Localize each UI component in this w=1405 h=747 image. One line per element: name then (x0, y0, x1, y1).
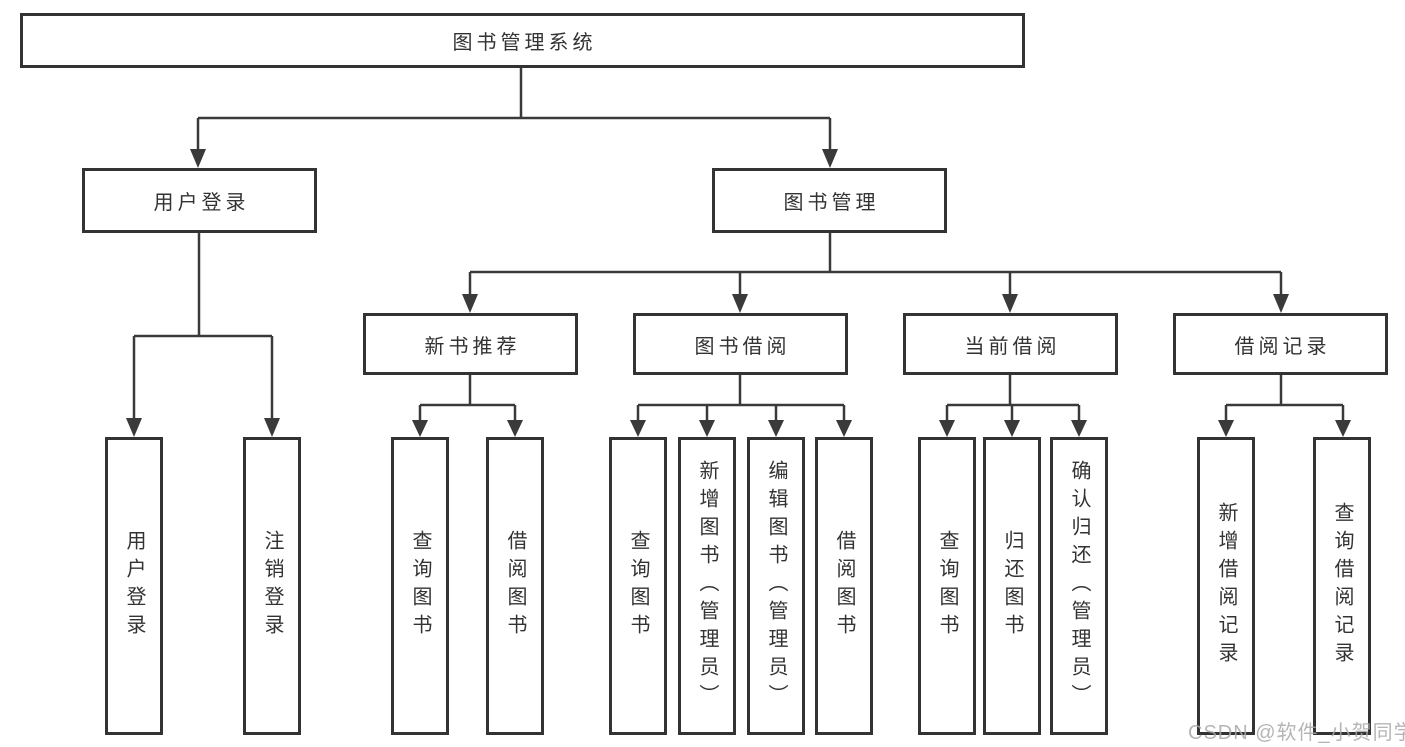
leaf-br-query-record: 查询借阅记录 (1313, 437, 1371, 735)
watermark: CSDN @软件_小贺同学 (1188, 722, 1405, 744)
leaf-cb-confirm-return-admin-label: 确认归还（管理员） (1068, 460, 1090, 712)
node-current-borrowing: 当前借阅 (903, 313, 1118, 375)
node-borrowing-records-label: 借阅记录 (1234, 335, 1331, 358)
node-book-borrowing: 图书借阅 (633, 313, 848, 375)
node-root: 图书管理系统 (20, 13, 1025, 68)
node-root-label: 图书管理系统 (452, 32, 597, 54)
leaf-bb-borrow-books: 借阅图书 (815, 437, 873, 735)
leaf-bb-query-books-label: 查询图书 (627, 530, 649, 642)
leaf-nbr-borrow-books: 借阅图书 (486, 437, 544, 735)
node-current-borrowing-label: 当前借阅 (964, 335, 1061, 358)
leaf-br-add-record-label: 新增借阅记录 (1215, 502, 1237, 670)
tree-edges (134, 68, 1343, 407)
node-book-borrowing-label: 图书借阅 (694, 335, 791, 358)
leaf-bb-edit-books-admin: 编辑图书（管理员） (747, 437, 805, 735)
node-book-management: 图书管理 (712, 168, 947, 233)
node-book-management-label: 图书管理 (783, 192, 880, 214)
arrow-shafts (132, 118, 1345, 423)
leaf-user-login-label: 用户登录 (123, 530, 145, 642)
leaf-logout-label: 注销登录 (261, 530, 283, 642)
leaf-nbr-borrow-books-label: 借阅图书 (504, 530, 526, 642)
leaf-br-add-record: 新增借阅记录 (1197, 437, 1255, 735)
leaf-bb-add-books-admin-label: 新增图书（管理员） (696, 460, 718, 712)
node-new-book-recommend: 新书推荐 (363, 313, 578, 375)
node-borrowing-records: 借阅记录 (1173, 313, 1388, 375)
leaf-cb-query-books: 查询图书 (918, 437, 976, 735)
node-user-login-label: 用户登录 (153, 192, 250, 214)
leaf-cb-confirm-return-admin: 确认归还（管理员） (1050, 437, 1108, 735)
leaf-cb-return-books: 归还图书 (983, 437, 1041, 735)
leaf-bb-add-books-admin: 新增图书（管理员） (678, 437, 736, 735)
leaf-user-login: 用户登录 (105, 437, 163, 735)
leaf-cb-return-books-label: 归还图书 (1001, 530, 1023, 642)
leaf-cb-query-books-label: 查询图书 (936, 530, 958, 642)
leaf-bb-edit-books-admin-label: 编辑图书（管理员） (765, 460, 787, 712)
leaf-bb-borrow-books-label: 借阅图书 (833, 530, 855, 642)
leaf-logout: 注销登录 (243, 437, 301, 735)
node-new-book-recommend-label: 新书推荐 (424, 335, 521, 358)
leaf-nbr-query-books-label: 查询图书 (409, 530, 431, 642)
node-user-login: 用户登录 (82, 168, 317, 233)
leaf-bb-query-books: 查询图书 (609, 437, 667, 735)
leaf-nbr-query-books: 查询图书 (391, 437, 449, 735)
leaf-br-query-record-label: 查询借阅记录 (1331, 502, 1353, 670)
